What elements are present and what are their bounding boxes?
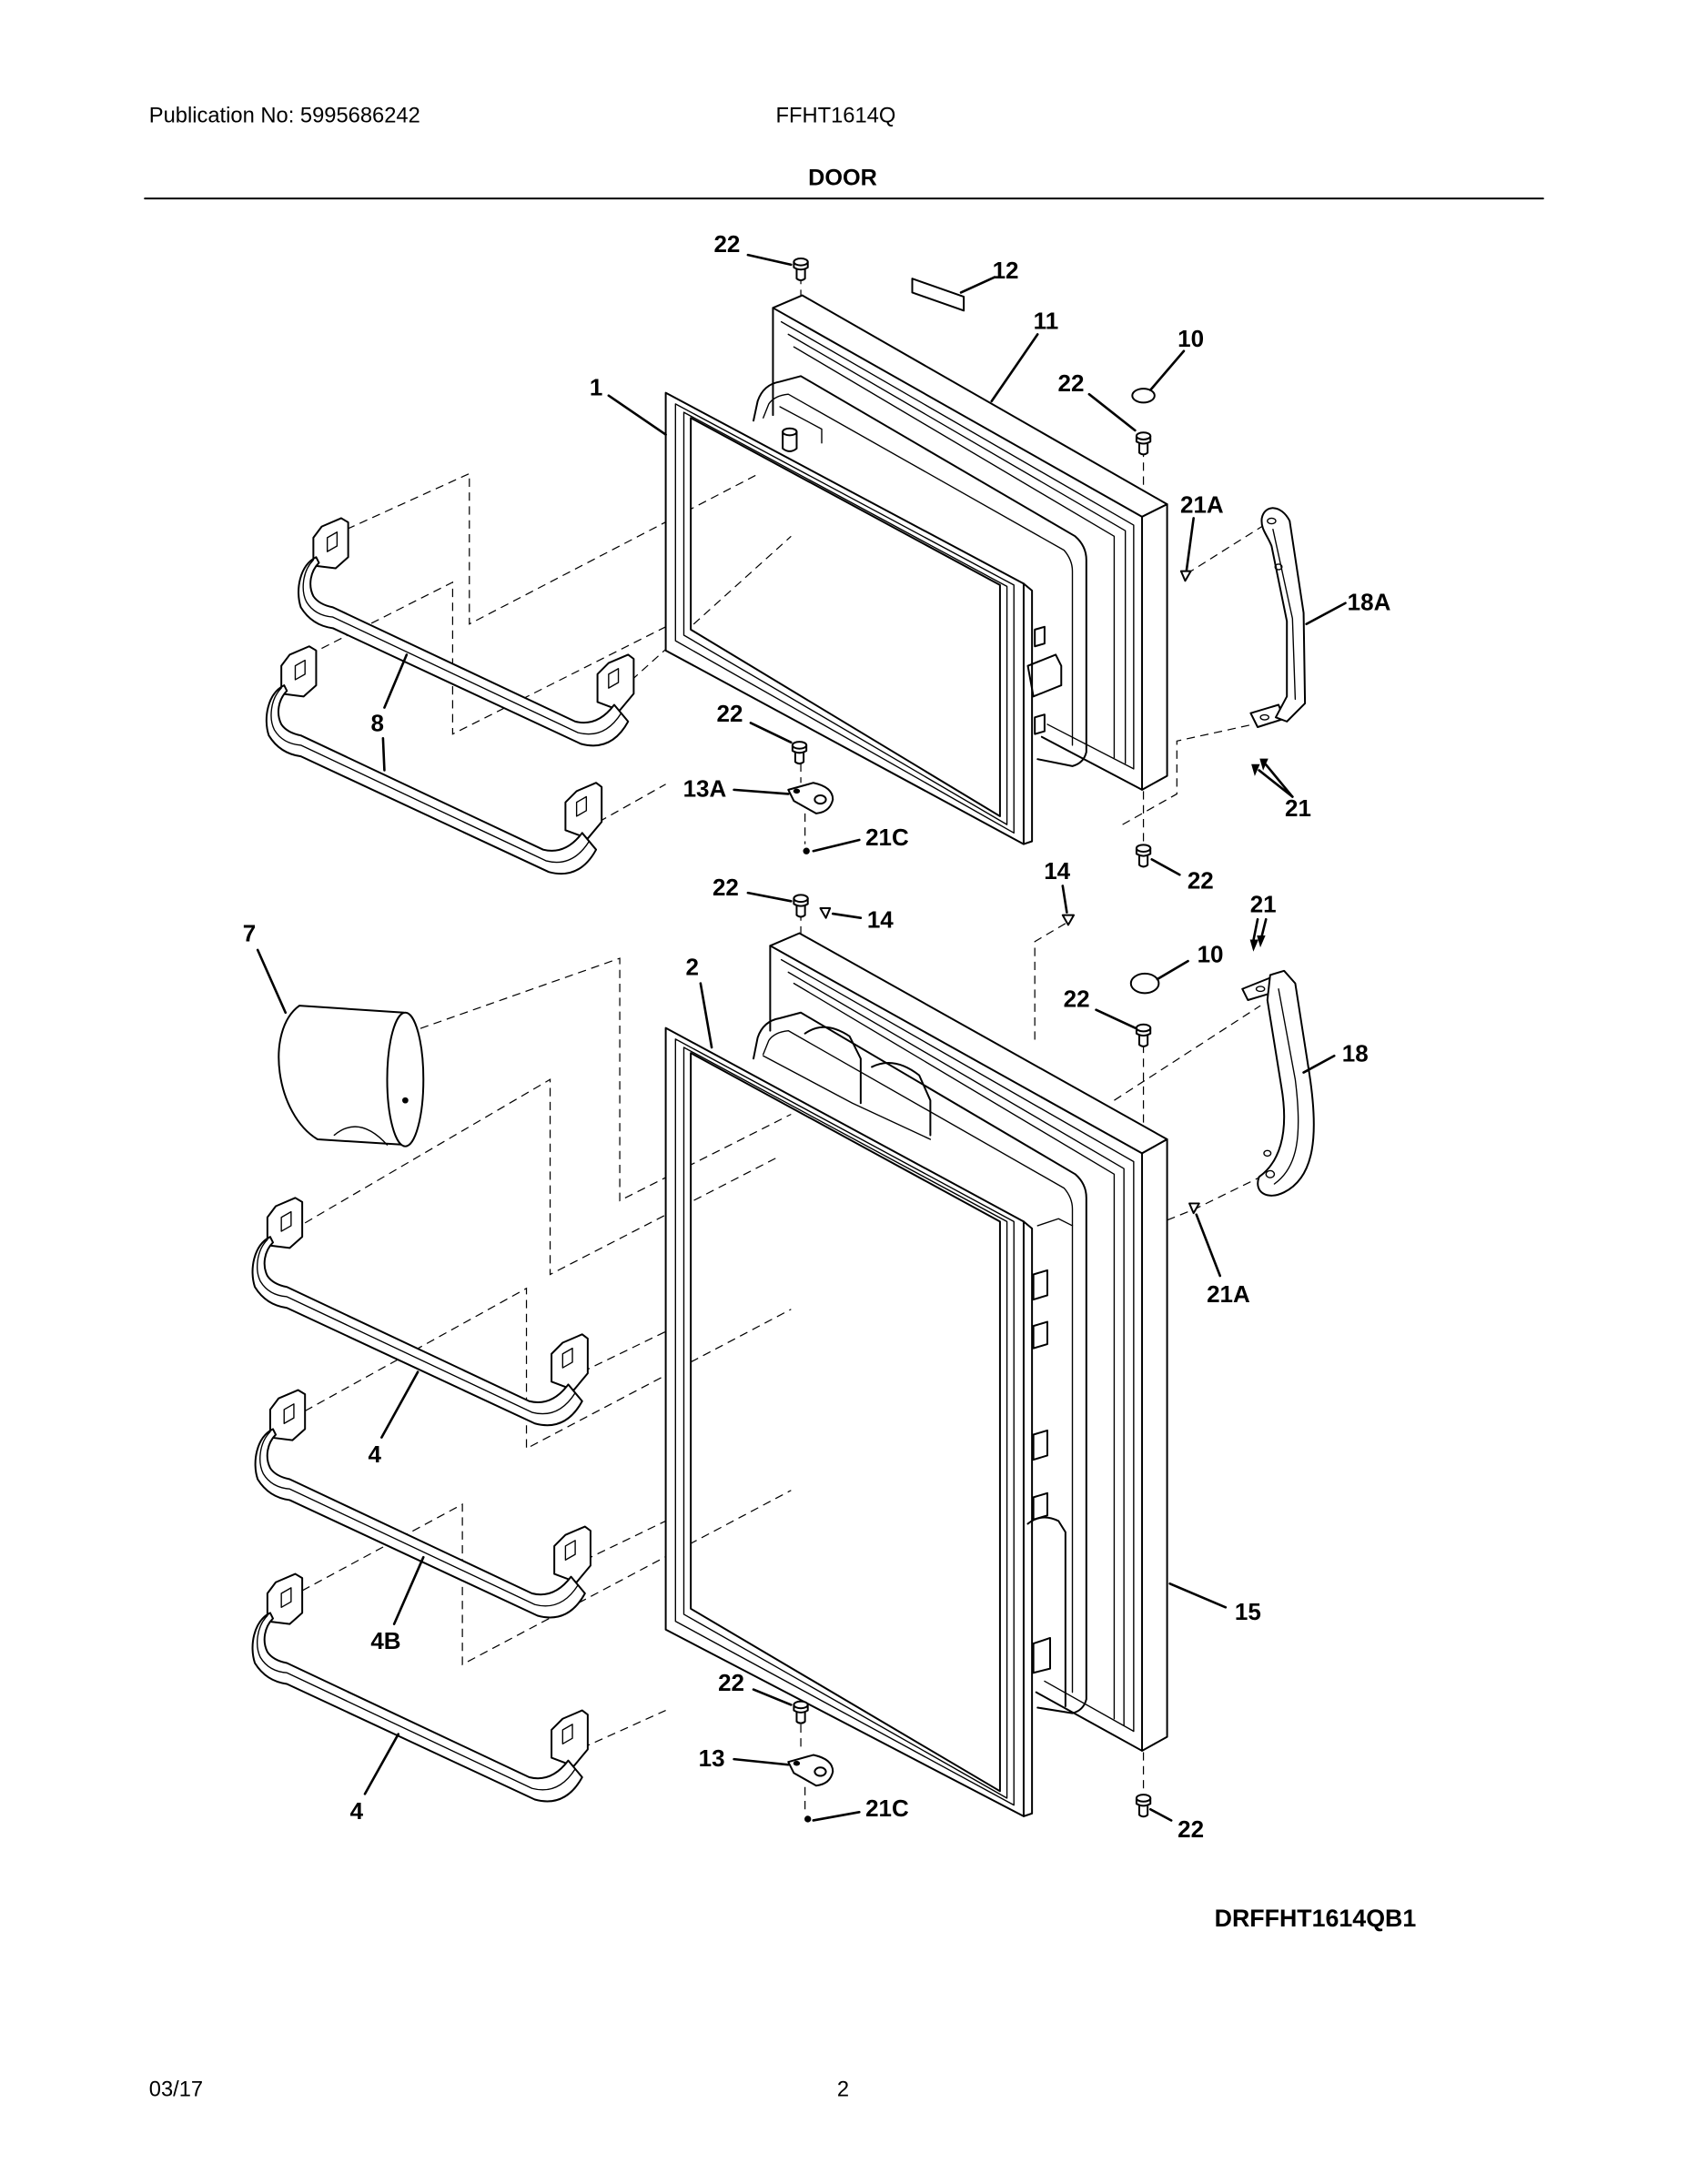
freezer-door-gasket xyxy=(664,391,1034,845)
footer-date: 03/17 xyxy=(149,2078,203,2102)
callout-label: 10 xyxy=(1178,325,1204,352)
freezer-door-panel xyxy=(753,294,1168,791)
screw xyxy=(791,741,808,765)
hinge-13a xyxy=(787,782,834,814)
callout-label: 22 xyxy=(713,874,739,901)
callout-label: 22 xyxy=(1178,1815,1204,1843)
callout-label: 11 xyxy=(1034,307,1059,334)
callout-label: 22 xyxy=(1058,369,1085,397)
screw xyxy=(793,1700,809,1724)
screw-14 xyxy=(1061,914,1076,926)
callout-label: 13 xyxy=(699,1744,725,1772)
callout-label: 18A xyxy=(1348,588,1391,615)
callout-label: 22 xyxy=(717,700,743,727)
leader-lines xyxy=(256,253,1347,1822)
callout-label: 4 xyxy=(350,1797,364,1825)
screw xyxy=(793,257,809,282)
drawing-id: DRFFHT1614QB1 xyxy=(1215,1905,1417,1932)
screw-14 xyxy=(819,906,832,919)
screw-21 xyxy=(1249,939,1258,952)
callout-label: 2 xyxy=(685,953,698,980)
screw-21 xyxy=(1257,935,1266,948)
screw xyxy=(1135,1794,1152,1818)
hinge-13 xyxy=(787,1754,834,1787)
callout-label: 21A xyxy=(1180,490,1224,518)
label-plate xyxy=(911,278,965,312)
publication-number: Publication No: 5995686242 xyxy=(149,105,420,128)
screw-21 xyxy=(1251,763,1260,776)
callout-label: 22 xyxy=(713,230,740,258)
pin-21c xyxy=(803,847,810,854)
callout-label: 12 xyxy=(993,257,1019,284)
model-number: FFHT1614Q xyxy=(776,105,896,128)
screw-21a xyxy=(1188,1202,1200,1215)
screw xyxy=(1135,1023,1152,1047)
callout-label: 21 xyxy=(1250,891,1277,918)
callout-label: 13A xyxy=(683,775,727,803)
callout-labels: 22 12 11 10 22 1 21A 18A 8 22 13A 21C 21… xyxy=(243,230,1391,1843)
page-number: 2 xyxy=(837,2078,849,2102)
callout-label: 22 xyxy=(718,1669,744,1696)
dairy-bin-cover xyxy=(278,1005,425,1148)
page-footer: 03/17 2 xyxy=(149,2078,849,2102)
callout-label: 22 xyxy=(1188,867,1214,895)
callout-label: 14 xyxy=(867,905,894,933)
callout-label: 21A xyxy=(1207,1280,1250,1308)
callout-label: 14 xyxy=(1044,857,1070,885)
callout-label: 4B xyxy=(370,1627,400,1654)
callout-label: 10 xyxy=(1198,941,1224,968)
callout-label: 21C xyxy=(865,824,909,851)
callout-label: 18 xyxy=(1342,1039,1369,1067)
section-title: DOOR xyxy=(808,166,877,191)
callout-label: 7 xyxy=(243,920,256,947)
door-shelf-4 xyxy=(251,1197,589,1427)
page-header: Publication No: 5995686242 FFHT1614Q DOO… xyxy=(144,105,1544,200)
assembly-lines xyxy=(301,276,1262,1814)
hole-plug-lower xyxy=(1129,972,1160,995)
callout-label: 15 xyxy=(1235,1598,1261,1625)
screw xyxy=(793,894,809,918)
fresh-food-door-panel xyxy=(753,932,1168,1752)
door-shelf-lower-8 xyxy=(265,645,603,875)
door-stop-post xyxy=(782,430,798,452)
freezer-door-handle xyxy=(1249,507,1307,728)
pin-21c xyxy=(804,1815,812,1823)
callout-label: 21C xyxy=(865,1795,909,1822)
callout-label: 1 xyxy=(590,374,602,401)
screw-21a xyxy=(1179,570,1192,582)
fresh-food-door-gasket xyxy=(664,1026,1034,1817)
fresh-food-door-handle xyxy=(1241,969,1315,1197)
hole-plug-upper xyxy=(1131,388,1156,404)
door-shelf-upper-8 xyxy=(298,517,635,747)
screw xyxy=(1135,431,1152,456)
callout-label: 4 xyxy=(368,1441,381,1468)
callout-label: 22 xyxy=(1064,986,1090,1013)
callout-label: 8 xyxy=(371,710,384,737)
callout-label: 21 xyxy=(1285,794,1311,822)
screw xyxy=(1135,844,1152,868)
